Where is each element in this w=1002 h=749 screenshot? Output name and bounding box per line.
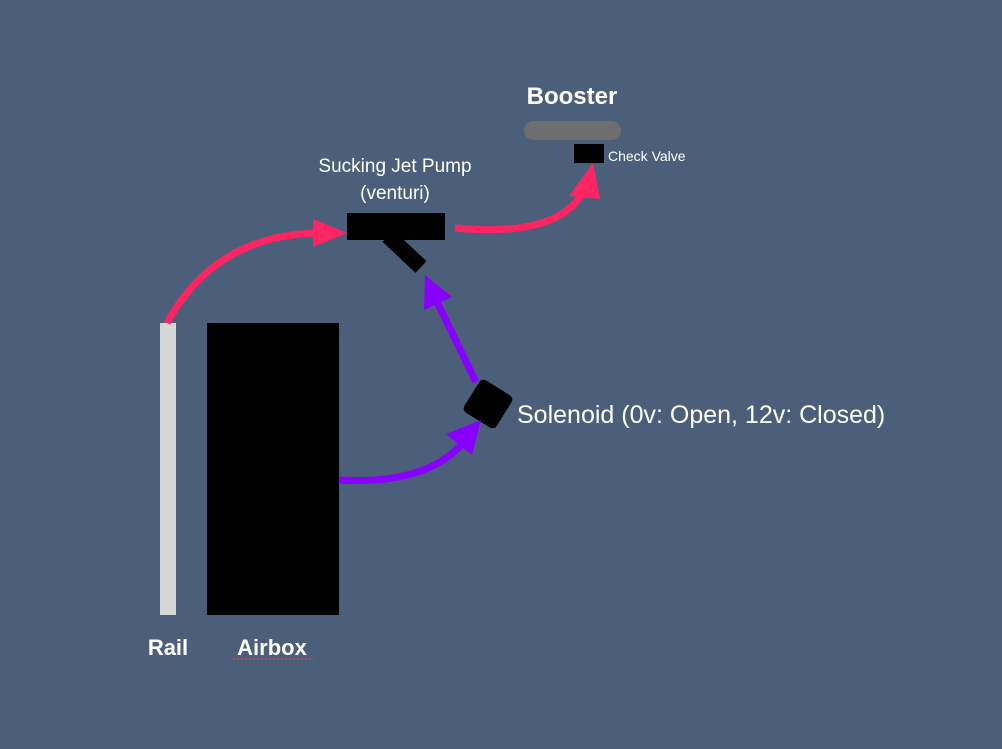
pump-to-booster-arrow	[454, 188, 588, 234]
rail	[160, 323, 176, 615]
check-valve	[574, 144, 604, 163]
airbox	[207, 323, 339, 615]
booster	[524, 121, 621, 140]
arrowhead	[446, 420, 481, 455]
arrowhead	[313, 219, 347, 247]
airbox-label: Airbox	[237, 635, 307, 660]
arrowhead	[424, 275, 452, 310]
pump-label-line1: Sucking Jet Pump	[318, 156, 471, 177]
pump-label-line2: (venturi)	[360, 183, 430, 204]
solenoid	[463, 379, 513, 429]
solenoid-to-pump-arrow	[433, 300, 480, 384]
check-valve-label: Check Valve	[608, 148, 686, 164]
arrowhead	[569, 163, 600, 199]
jet-pump	[347, 213, 445, 273]
rail-label: Rail	[148, 635, 188, 660]
rail-to-pump-arrow	[163, 229, 319, 325]
airbox-to-solenoid-arrow	[338, 441, 465, 485]
booster-label: Booster	[527, 83, 618, 110]
solenoid-label: Solenoid (0v: Open, 12v: Closed)	[517, 401, 885, 429]
